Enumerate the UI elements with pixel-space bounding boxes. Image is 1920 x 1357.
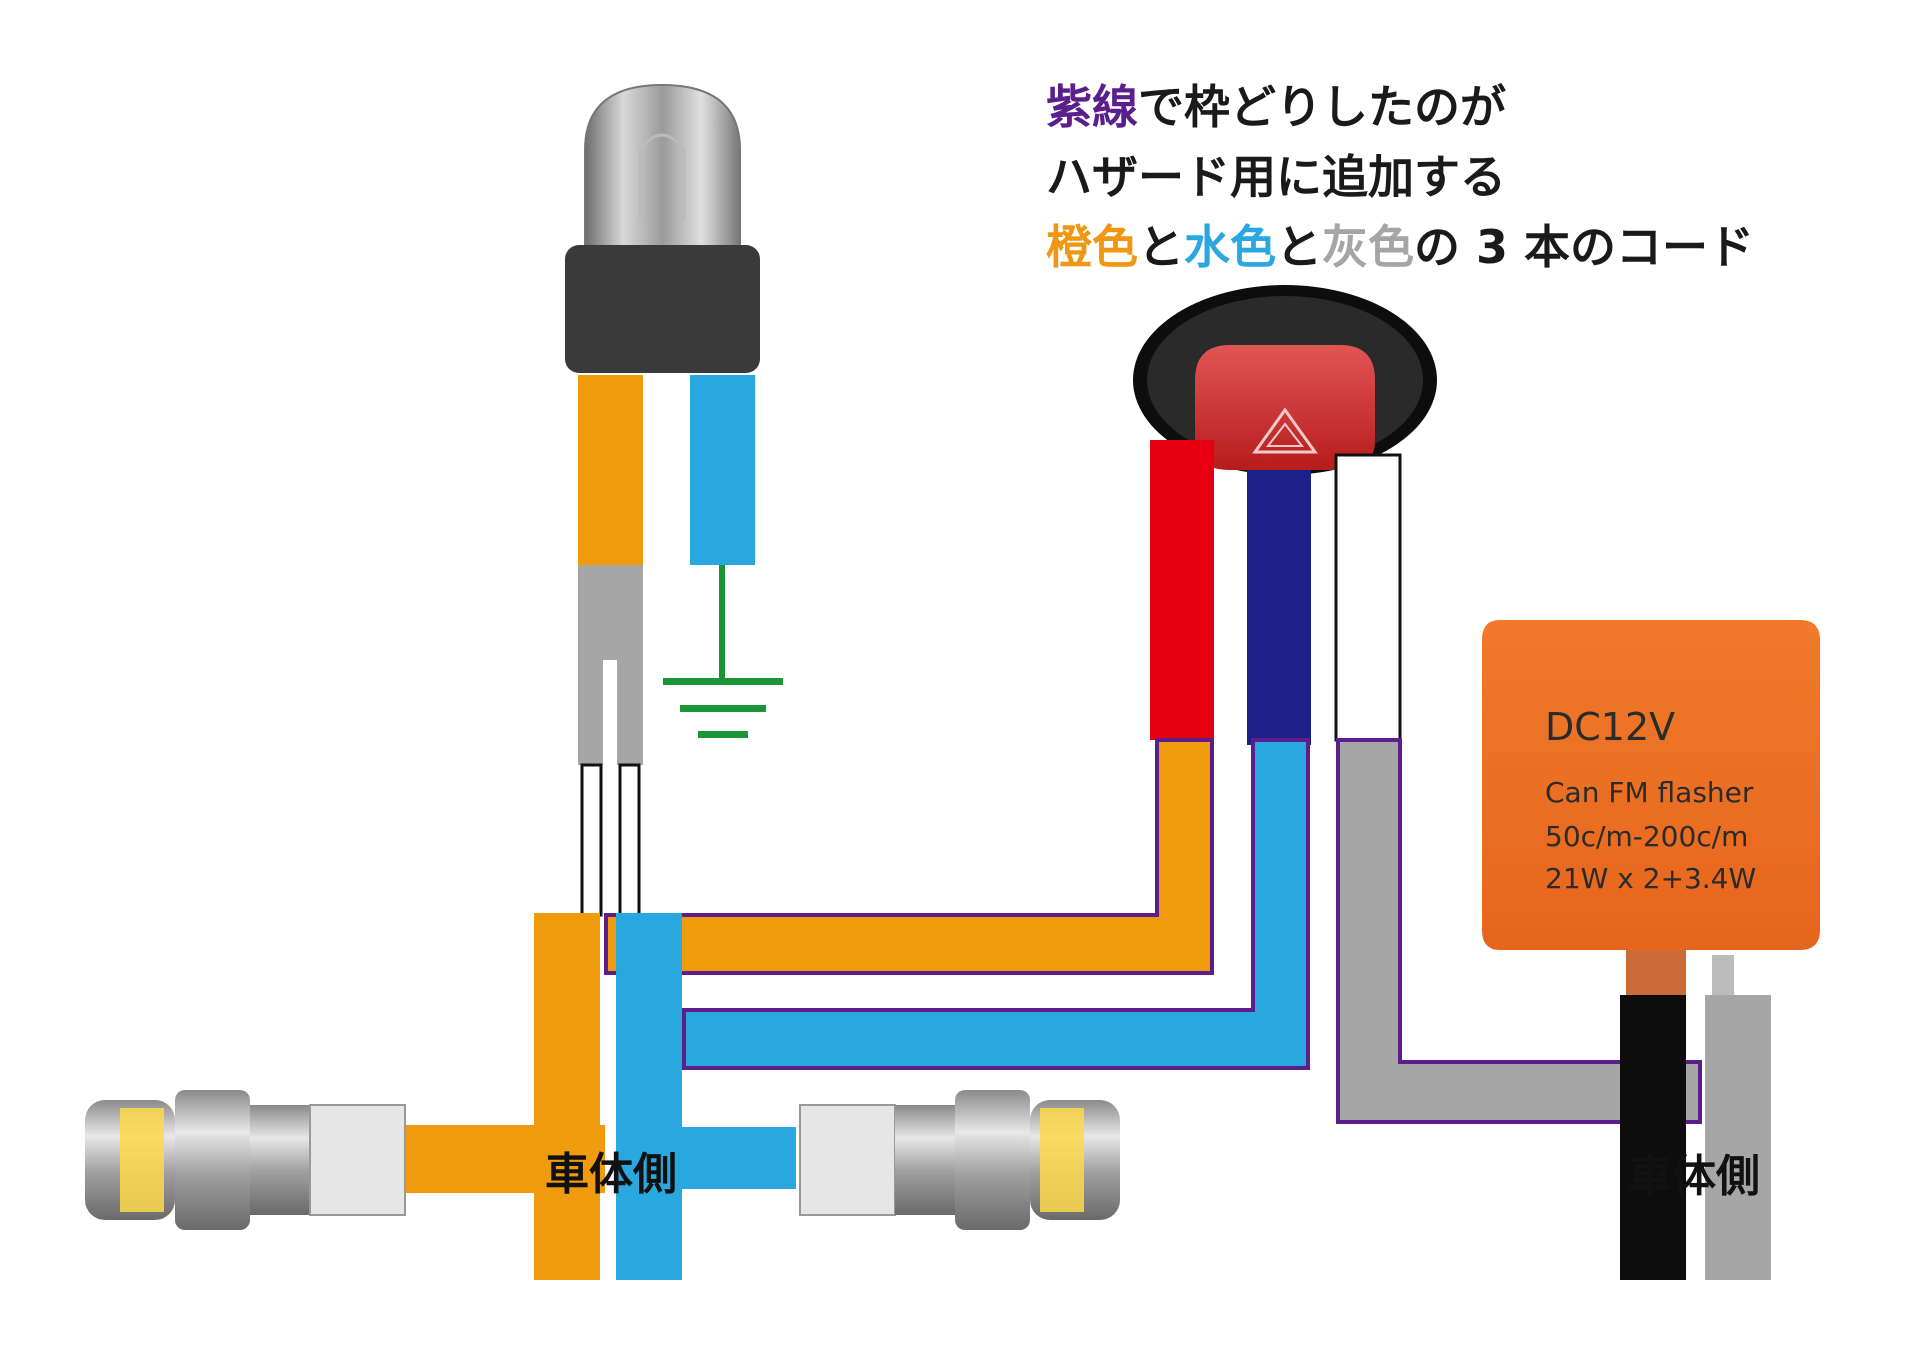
instruction-note: 紫線で枠どりしたのが ハザード用に追加する 橙色と水色と灰色の 3 本のコード bbox=[1046, 72, 1754, 282]
indicator-bulb-icon bbox=[565, 83, 760, 373]
body-side-label-right: 車体側 bbox=[1628, 1151, 1760, 1202]
note-highlight-gray: 灰色 bbox=[1322, 220, 1414, 274]
relay-voltage: DC12V bbox=[1545, 705, 1676, 749]
note-highlight-purple: 紫線 bbox=[1046, 80, 1138, 134]
bulb-wire-orange bbox=[578, 375, 643, 565]
y-terminal bbox=[578, 565, 643, 770]
harness-orange-vertical bbox=[534, 913, 600, 1280]
note-text: で枠どりしたのが bbox=[1138, 80, 1506, 134]
note-text: と bbox=[1276, 220, 1322, 274]
harness-orange-horizontal bbox=[405, 1125, 605, 1193]
note-text: ハザード用に追加する bbox=[1046, 150, 1506, 204]
bulb-wire-blue bbox=[690, 375, 755, 565]
note-highlight-orange: 橙色 bbox=[1046, 220, 1138, 274]
led-bulb-icon bbox=[799, 1090, 1120, 1230]
relay-wire-black bbox=[1620, 995, 1686, 1280]
switch-wire-white bbox=[1334, 453, 1402, 742]
hazard-switch-icon bbox=[1133, 285, 1437, 475]
harness-blue-vertical bbox=[616, 913, 682, 1280]
led-bulb-icon bbox=[85, 1090, 406, 1230]
switch-wire-red bbox=[1150, 440, 1214, 740]
note-line-3: 橙色と水色と灰色の 3 本のコード bbox=[1046, 212, 1754, 282]
relay-model: Can FM flasher bbox=[1545, 776, 1754, 809]
note-highlight-blue: 水色 bbox=[1184, 220, 1276, 274]
flasher-relay-icon bbox=[1482, 620, 1820, 995]
note-line-1: 紫線で枠どりしたのが bbox=[1046, 72, 1754, 142]
note-line-2: ハザード用に追加する bbox=[1046, 142, 1754, 212]
note-text: の 3 本のコード bbox=[1414, 220, 1755, 274]
relay-wire-gray bbox=[1705, 995, 1771, 1280]
harness-blue-horizontal bbox=[616, 1127, 796, 1189]
note-text: と bbox=[1138, 220, 1184, 274]
body-side-label-left: 車体側 bbox=[545, 1149, 677, 1200]
added-cord-orange bbox=[604, 738, 1214, 975]
switch-wire-navy bbox=[1247, 470, 1311, 745]
relay-load: 21W x 2+3.4W bbox=[1545, 862, 1757, 895]
ground-icon bbox=[663, 565, 783, 738]
relay-rate: 50c/m-200c/m bbox=[1545, 820, 1749, 853]
added-cord-blue bbox=[682, 738, 1310, 1070]
